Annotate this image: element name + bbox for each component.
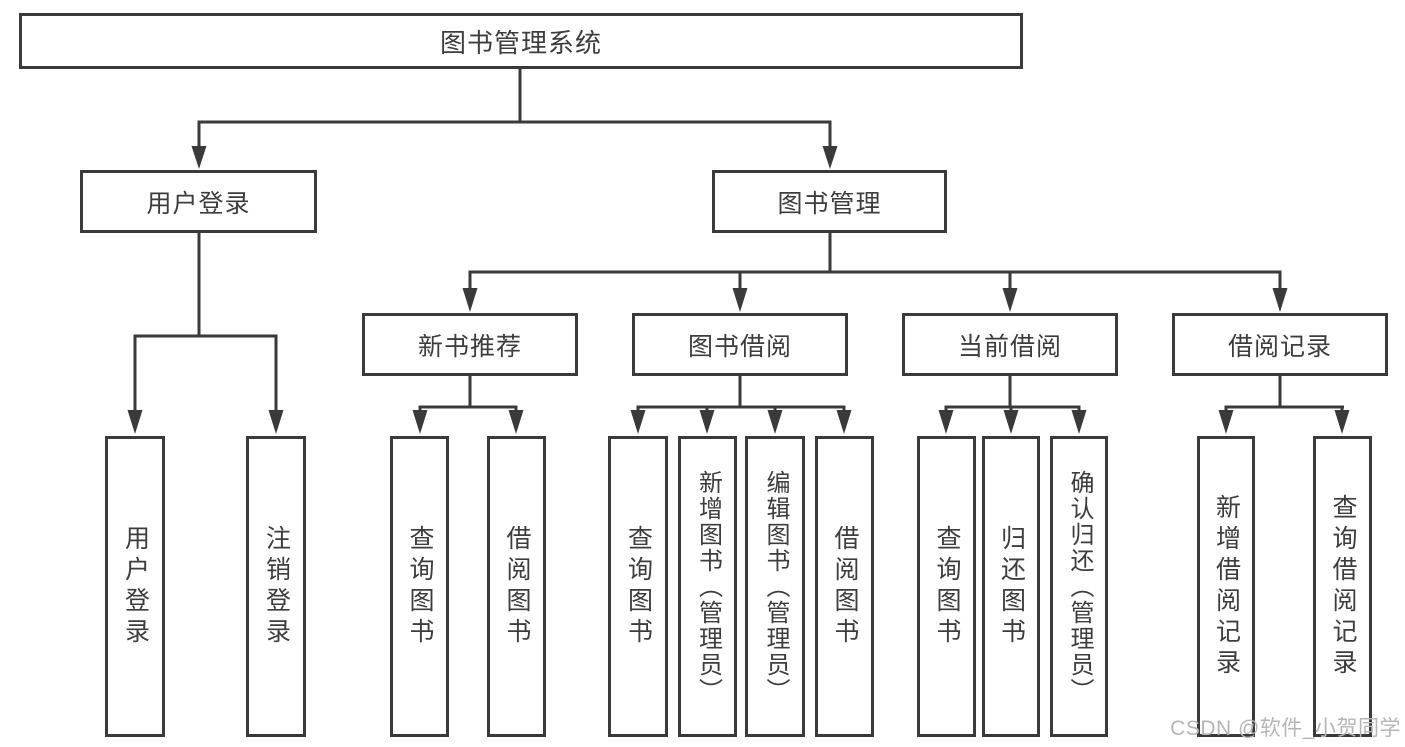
node-label: 新增借阅记录 <box>1212 493 1241 680</box>
connector-user-login-children <box>127 233 284 434</box>
connector-root-to-level2 <box>191 69 838 169</box>
node-leaf-query-books-newbook: 查询图书 <box>390 436 449 737</box>
node-leaf-return-books: 归还图书 <box>982 436 1040 737</box>
node-leaf-confirm-return-admin: 确认归还（管理员） <box>1050 436 1108 737</box>
node-label: 当前借阅 <box>957 332 1062 361</box>
connector-current-borrow-children <box>938 376 1087 434</box>
node-leaf-query-borrow-record: 查询借阅记录 <box>1313 436 1372 737</box>
node-leaf-logout: 注销登录 <box>246 436 306 737</box>
node-current-borrowing: 当前借阅 <box>902 313 1118 376</box>
node-label: 编辑图书（管理员） <box>762 469 789 704</box>
node-label: 新书推荐 <box>417 332 522 361</box>
node-label: 归还图书 <box>997 524 1026 649</box>
node-label: 查询图书 <box>624 524 653 649</box>
node-label: 新增图书（管理员） <box>694 469 722 704</box>
node-label: 注销登录 <box>262 524 291 649</box>
node-leaf-borrow-books-borrow: 借阅图书 <box>815 436 874 737</box>
node-label: 借阅图书 <box>831 524 859 649</box>
node-book-management: 图书管理 <box>712 170 947 233</box>
node-leaf-add-borrow-record: 新增借阅记录 <box>1197 436 1255 737</box>
connector-book-mgmt-to-level3 <box>462 233 1288 312</box>
node-leaf-borrow-books-newbook: 借阅图书 <box>487 436 546 737</box>
node-book-borrowing: 图书借阅 <box>632 313 848 376</box>
connector-book-borrow-children <box>630 376 852 434</box>
watermark: CSDN @软件_小贺同学 <box>1170 717 1401 740</box>
node-label: 图书管理系统 <box>439 27 602 58</box>
node-user-login: 用户登录 <box>80 170 317 233</box>
node-borrowing-records: 借阅记录 <box>1172 313 1388 376</box>
node-new-book-recommend: 新书推荐 <box>362 313 578 376</box>
node-leaf-edit-books-admin: 编辑图书（管理员） <box>745 436 805 737</box>
connector-borrow-record-children <box>1218 376 1350 434</box>
node-library-system: 图书管理系统 <box>19 13 1023 69</box>
node-label: 查询借阅记录 <box>1329 493 1357 680</box>
node-leaf-query-books-borrow: 查询图书 <box>608 436 668 737</box>
connector-new-book-children <box>412 376 524 434</box>
node-label: 查询图书 <box>933 524 961 649</box>
node-label: 查询图书 <box>406 524 434 649</box>
node-label: 用户登录 <box>121 524 150 649</box>
node-label: 确认归还（管理员） <box>1066 469 1093 704</box>
node-leaf-user-login: 用户登录 <box>105 436 165 737</box>
node-label: 图书管理 <box>777 189 882 218</box>
node-leaf-query-books-current: 查询图书 <box>917 436 976 737</box>
node-label: 图书借阅 <box>687 332 792 361</box>
node-label: 借阅图书 <box>503 524 531 649</box>
node-leaf-add-books-admin: 新增图书（管理员） <box>678 436 737 737</box>
node-label: 用户登录 <box>146 189 251 218</box>
node-label: 借阅记录 <box>1227 332 1332 361</box>
